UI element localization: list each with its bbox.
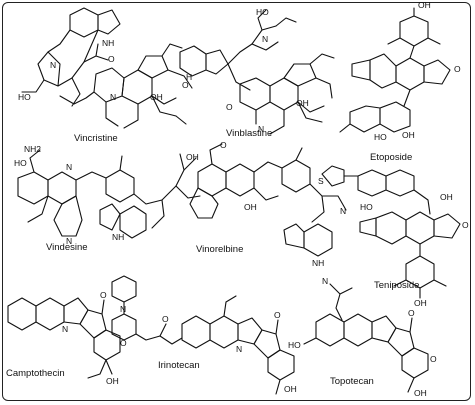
topotecan-label: Topotecan	[330, 376, 374, 387]
etoposide-oh-label: OH	[418, 0, 431, 10]
topotecan-ho-label: HO	[288, 340, 301, 350]
vinorelbine-o-label: O	[220, 140, 227, 150]
vincristine-label: Vincristine	[74, 133, 118, 144]
vindesine-structure: NH2 HO N N OH NH	[14, 144, 201, 246]
vincristine-o-label-2: O	[182, 80, 189, 90]
vincristine-nh-label: NH	[102, 38, 114, 48]
vindesine-n-label: N	[66, 162, 72, 172]
camptothecin-structure: O N O OH	[7, 290, 127, 386]
vindesine-nh-label: NH	[112, 232, 124, 242]
teniposide-label: Teniposide	[374, 280, 420, 291]
vincristine-n-label: N	[50, 60, 56, 70]
vincristine-o-label-1: O	[108, 54, 115, 64]
vinorelbine-label: Vinorelbine	[196, 244, 244, 255]
vindesine-n-label-2: N	[66, 236, 72, 246]
teniposide-oh-label: OH	[440, 192, 453, 202]
irinotecan-n-label-2: N	[236, 344, 242, 354]
vincristine-ho-label: HO	[18, 92, 31, 102]
camptothecin-o-label: O	[100, 290, 107, 300]
vinblastine-n-label-2: N	[258, 124, 264, 134]
topotecan-n-label: N	[322, 276, 328, 286]
vinorelbine-structure: O OH N NH	[189, 140, 347, 268]
teniposide-o-label: O	[462, 220, 469, 230]
vindesine-nh2-label: NH2	[24, 144, 41, 154]
etoposide-structure: OH O OH HO	[339, 0, 461, 142]
topotecan-o-label: O	[408, 308, 415, 318]
vinblastine-ho-label: HO	[256, 7, 269, 17]
teniposide-s-label: S	[318, 176, 324, 186]
etoposide-ho-label: HO	[374, 132, 387, 142]
etoposide-o-label: O	[454, 64, 461, 74]
vinblastine-o-label: O	[226, 102, 233, 112]
vinblastine-structure: HO N H N OH O	[179, 7, 335, 135]
teniposide-ho-label: HO	[360, 202, 373, 212]
vincristine-structure: NH N O HO N OH O	[18, 7, 193, 129]
vinorelbine-n-label: N	[340, 206, 346, 216]
irinotecan-o-label: O	[162, 314, 169, 324]
topotecan-o-label-2: O	[430, 354, 437, 364]
topotecan-structure: N HO O O OH	[288, 276, 437, 398]
vinblastine-oh-label: OH	[296, 98, 309, 108]
irinotecan-oh-label: OH	[284, 384, 297, 394]
vinblastine-label: Vinblastine	[226, 128, 273, 139]
irinotecan-o-label-2: O	[274, 310, 281, 320]
camptothecin-o-label-2: O	[120, 338, 127, 348]
vindesine-ho-label: HO	[14, 158, 27, 168]
etoposide-oh-label-2: OH	[402, 130, 415, 140]
vinblastine-h-label: H	[186, 72, 192, 82]
vindesine-oh-label: OH	[186, 152, 199, 162]
teniposide-structure: S HO OH O OH	[318, 165, 469, 308]
figure-frame	[2, 2, 471, 401]
vinorelbine-nh-label: NH	[312, 258, 324, 268]
vindesine-label: Vindesine	[46, 242, 88, 253]
vincristine-oh-label: OH	[150, 92, 163, 102]
etoposide-label: Etoposide	[370, 152, 413, 163]
vinblastine-n-label: N	[262, 34, 268, 44]
irinotecan-n-label: N	[120, 304, 126, 314]
camptothecin-n-label: N	[62, 324, 68, 334]
topotecan-oh-label: OH	[414, 388, 427, 398]
vinorelbine-oh-label: OH	[244, 202, 257, 212]
teniposide-oh-label-2: OH	[414, 298, 427, 308]
camptothecin-oh-label: OH	[106, 376, 119, 386]
irinotecan-structure: N O O N OH	[111, 275, 297, 395]
irinotecan-label: Irinotecan	[158, 360, 200, 371]
camptothecin-label: Camptothecin	[6, 368, 65, 379]
vincristine-n-label-2: N	[110, 92, 116, 102]
